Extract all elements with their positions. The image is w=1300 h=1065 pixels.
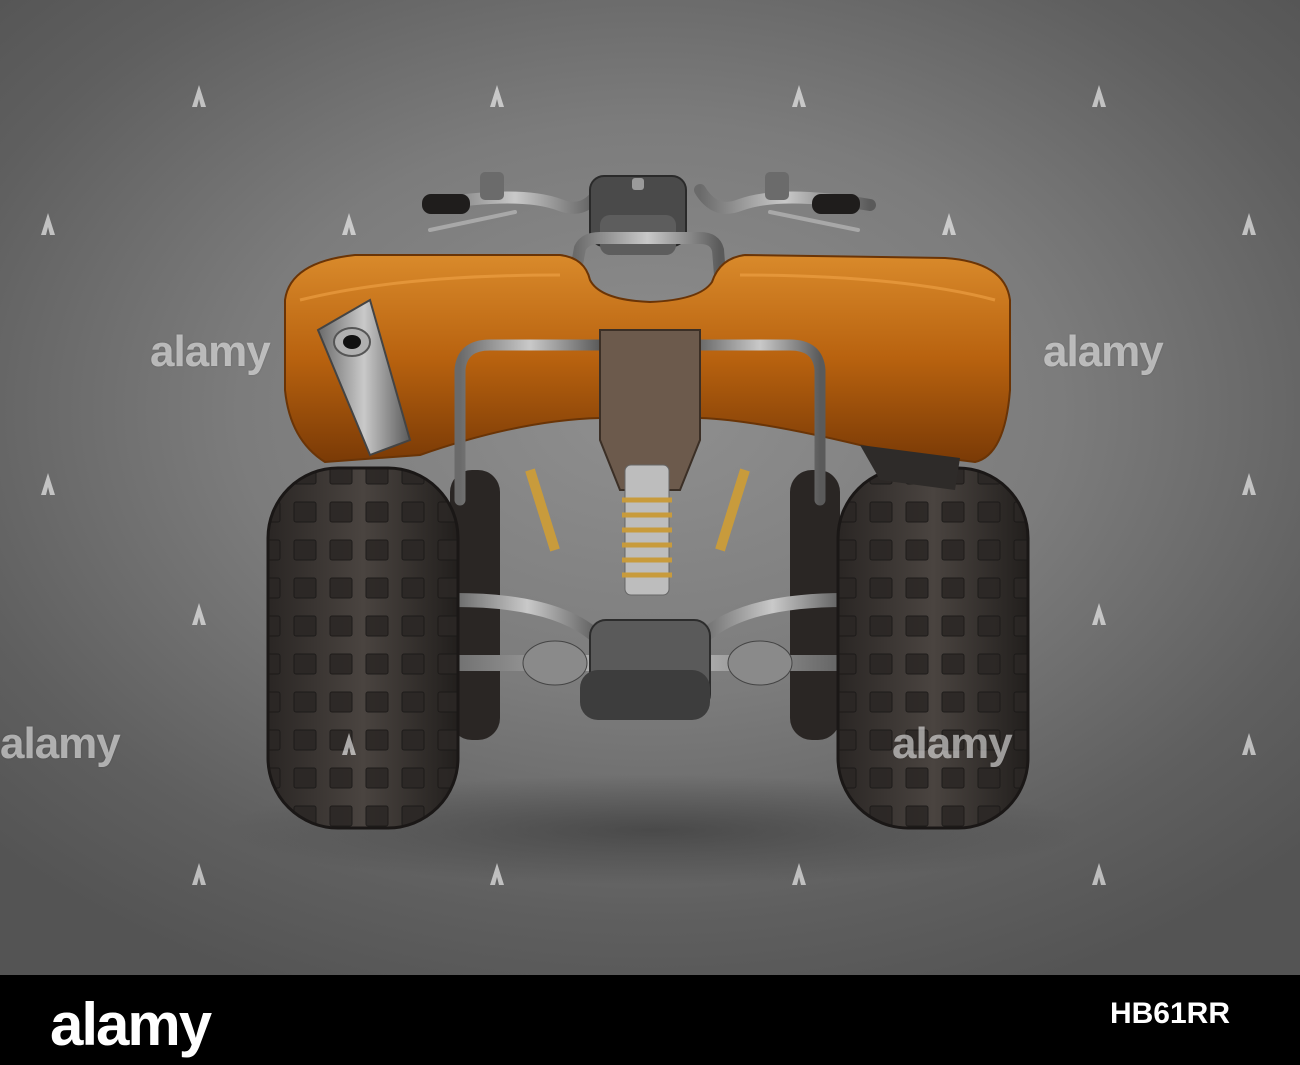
rear-left-tire (266, 466, 460, 830)
alamy-logo[interactable]: alamy (50, 991, 212, 1058)
watermark-text: alamy (0, 719, 121, 768)
handlebar (422, 172, 876, 255)
watermark-mark (341, 212, 357, 236)
watermark-mark (341, 732, 357, 756)
watermark-mark (1091, 602, 1107, 626)
image-id: HB61RR (1109, 997, 1230, 1030)
watermark-mark (191, 602, 207, 626)
watermark-mark (1091, 84, 1107, 108)
watermark-mark (1241, 472, 1257, 496)
watermark-mark (791, 84, 807, 108)
watermark-mark (941, 212, 957, 236)
mudflap-right (860, 445, 960, 490)
watermark-mark (191, 84, 207, 108)
grab-rail (569, 232, 726, 281)
shock-absorbers (525, 464, 750, 596)
watermark-text: alamy (150, 327, 271, 376)
rear-right-tire (836, 466, 1030, 830)
watermark-mark (489, 84, 505, 108)
atv-illustration (225, 172, 1085, 885)
watermark-mark (1091, 862, 1107, 886)
tail-block (599, 329, 701, 491)
exhaust-muffler (316, 298, 412, 457)
watermark-mark (40, 212, 56, 236)
rear-frame (454, 339, 826, 506)
watermark-mark (791, 862, 807, 886)
watermark-text: alamy (1043, 327, 1164, 376)
watermark-mark (1241, 212, 1257, 236)
watermark-mark (1241, 732, 1257, 756)
footer-bar: alamy HB61RR (0, 975, 1300, 1065)
watermark-mark (489, 862, 505, 886)
photo: alamy alamy alamy alamy (0, 0, 1300, 975)
watermark-mark (191, 862, 207, 886)
watermark-mark (40, 472, 56, 496)
watermark-text: alamy (892, 719, 1013, 768)
